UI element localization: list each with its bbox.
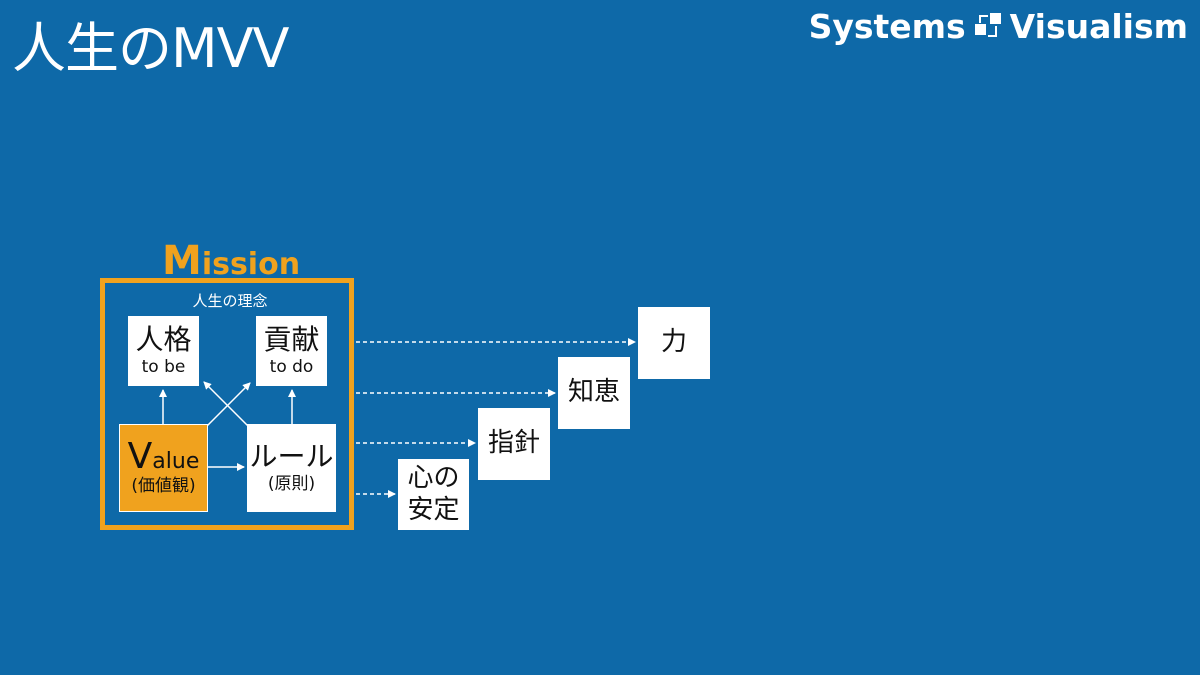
- mission-frame: [100, 278, 354, 530]
- character-label: 人格: [135, 323, 192, 357]
- mission-heading-rest: ission: [201, 247, 301, 282]
- power-label: 力: [660, 327, 687, 358]
- peace-of-mind-box: 心の 安定: [398, 459, 469, 530]
- guidance-label: 指針: [487, 428, 540, 459]
- brand-logo: Systems Visualism: [809, 6, 1188, 46]
- mission-subtitle: 人生の理念: [192, 292, 268, 310]
- rule-sublabel: (原則): [267, 474, 316, 495]
- peace-of-mind-line1: 心の: [407, 463, 460, 494]
- character-box: 人格 to be: [128, 316, 199, 386]
- value-label-initial: V: [127, 436, 153, 478]
- mission-heading: Mission: [162, 238, 300, 284]
- contribution-sublabel: to do: [269, 357, 314, 378]
- page-title: 人生のMVV: [12, 17, 289, 80]
- value-box: Value (価値観): [119, 424, 208, 512]
- value-sublabel: (価値観): [131, 476, 196, 497]
- brand-text-left: Systems: [808, 6, 966, 46]
- rule-label: ルール: [249, 440, 334, 474]
- contribution-box: 貢献 to do: [256, 316, 327, 386]
- brand-text-right: Visualism: [1009, 6, 1188, 46]
- arrow-rule-to-character: [203, 381, 249, 427]
- value-label: Value: [128, 439, 200, 475]
- character-sublabel: to be: [141, 357, 186, 378]
- mission-heading-initial: M: [162, 238, 202, 284]
- peace-of-mind-line2: 安定: [407, 494, 460, 525]
- wisdom-box: 知恵: [558, 357, 630, 429]
- wisdom-label: 知恵: [567, 377, 620, 408]
- power-box: 力: [638, 307, 710, 379]
- arrow-value-to-contribution: [206, 382, 251, 427]
- contribution-label: 貢献: [263, 323, 320, 357]
- systems-visualism-logo-icon: [974, 13, 1001, 37]
- value-label-rest: alue: [152, 449, 200, 475]
- guidance-box: 指針: [478, 408, 550, 480]
- rule-box: ルール (原則): [247, 424, 336, 512]
